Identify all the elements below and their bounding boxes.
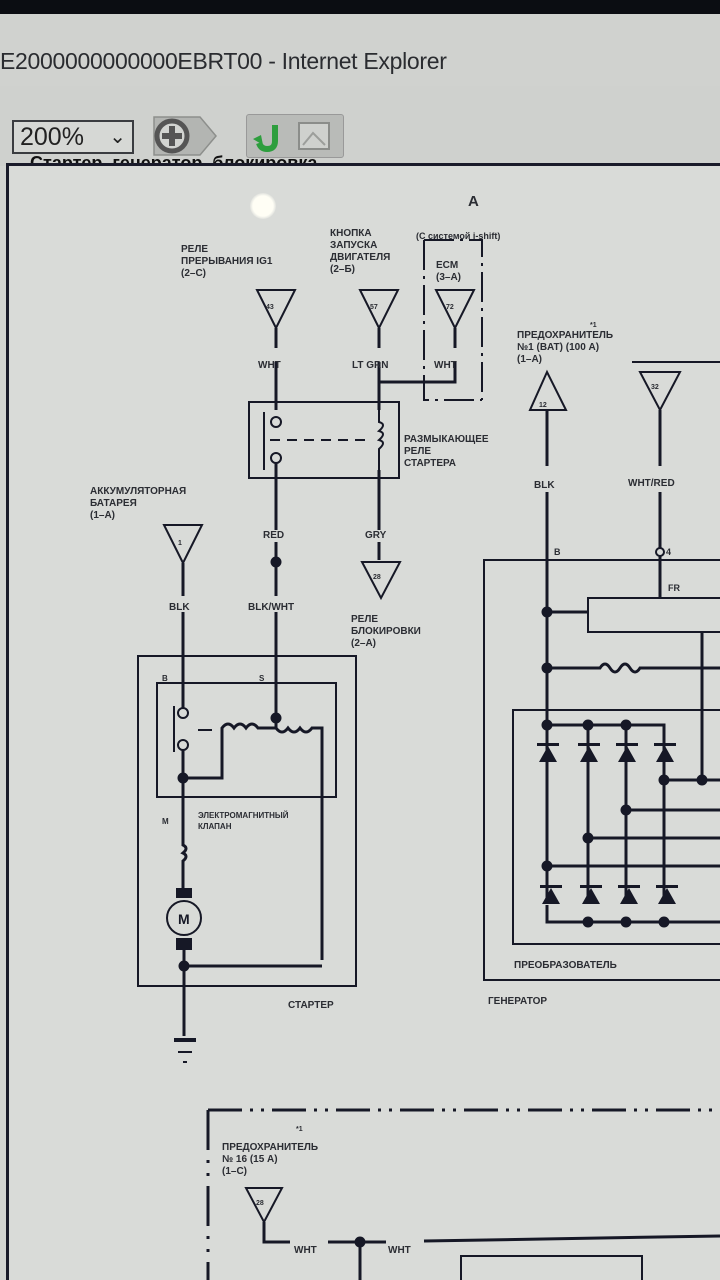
start-button-label: КНОПКА ЗАПУСКА ДВИГАТЕЛЯ (2–Б) <box>330 228 391 275</box>
battery-label: АККУМУЛЯТОРНАЯ БАТАРЕЯ (1–A) <box>90 486 187 521</box>
title-bar: E2000000000000EBRT00 - Internet Explorer <box>0 14 720 86</box>
solenoid-label: ЭЛЕКТРОМАГНИТНЫЙ КЛАПАН <box>198 811 289 831</box>
ishift-note: (С системой i-shift) <box>416 231 501 241</box>
pin-57: 57 <box>370 304 378 311</box>
window-title: E2000000000000EBRT00 - Internet Explorer <box>0 48 447 74</box>
pin-72: 72 <box>446 304 454 311</box>
lock-relay-label: РЕЛЕ БЛОКИРОВКИ (2–A) <box>351 614 421 649</box>
alternator-terminal-4: 4 <box>666 547 672 557</box>
starter-box <box>137 655 357 987</box>
wire-wht-red: WHT/RED <box>628 478 675 489</box>
zoom-in-icon <box>153 116 217 156</box>
rotate-button[interactable] <box>246 114 344 158</box>
wire-gry: GRY <box>365 530 387 541</box>
pin-1: 1 <box>178 540 182 547</box>
connector-12 <box>528 369 568 411</box>
fuse1-label: ПРЕДОХРАНИТЕЛЬ №1 (BAT) (100 A) (1–A) <box>517 330 614 365</box>
zoom-level-select[interactable]: 200% ⌄ <box>12 120 134 154</box>
wire-lt-grn: LT GRN <box>352 360 389 371</box>
starter-terminal-m: M <box>162 817 169 826</box>
solenoid-box <box>156 682 337 798</box>
connector-1 <box>162 524 204 566</box>
wire-wht-fuse16-b: WHT <box>388 1245 411 1256</box>
connector-28 <box>360 561 402 601</box>
wire-blk-battery: BLK <box>169 602 190 613</box>
connector-43 <box>255 289 297 331</box>
rotate-icon <box>253 122 330 153</box>
rectifier-diodes <box>537 743 678 904</box>
zoom-level-value: 200% <box>20 123 84 151</box>
rectifier-box <box>512 709 720 945</box>
diode <box>580 746 598 762</box>
pin-32: 32 <box>651 384 659 391</box>
cutoff-relay-label: РАЗМЫКАЮЩЕЕ РЕЛЕ СТАРТЕРА <box>404 434 489 469</box>
screen-glare <box>250 193 276 219</box>
wire-wht-ig1: WHT <box>258 360 281 371</box>
diode <box>582 888 600 904</box>
connector-32 <box>638 371 682 413</box>
fuse16-label: ПРЕДОХРАНИТЕЛЬ № 16 (15 A) (1–C) <box>222 1142 319 1177</box>
document-heading: Стартер, генератор, блокировка <box>30 153 318 164</box>
connector-57 <box>358 289 400 331</box>
section-marker: A <box>468 193 479 210</box>
diode <box>658 888 676 904</box>
ig1-relay-label: РЕЛЕ ПРЕРЫВАНИЯ IG1 (2–C) <box>181 244 273 279</box>
zoom-in-button[interactable] <box>150 114 218 158</box>
diode <box>542 888 560 904</box>
alternator-label: ГЕНЕРАТОР <box>488 996 548 1007</box>
pin-12: 12 <box>539 402 547 409</box>
starter-terminal-s: S <box>259 674 265 683</box>
alternator-box <box>483 559 720 981</box>
alternator-terminal-fr: FR <box>668 583 680 593</box>
starter-terminal-b: B <box>162 674 168 683</box>
diode <box>620 888 638 904</box>
fuse1-note: *1 <box>590 322 597 329</box>
connector-72 <box>434 289 476 331</box>
motor-symbol: M <box>178 911 190 927</box>
ishift-boundary <box>423 239 483 401</box>
document-viewer[interactable] <box>6 163 720 1280</box>
starter-label: СТАРТЕР <box>288 1000 334 1011</box>
chevron-down-icon: ⌄ <box>109 126 126 148</box>
alternator-terminal-b: B <box>554 547 561 557</box>
wire-blk-fuse1: BLK <box>534 480 555 491</box>
wire-wht-fuse16-a: WHT <box>294 1245 317 1256</box>
diode <box>656 746 674 762</box>
top-bezel <box>0 0 720 14</box>
wire-blk-wht: BLK/WHT <box>248 602 295 613</box>
rectifier-label: ПРЕОБРАЗОВАТЕЛЬ <box>514 960 617 971</box>
diode <box>618 746 636 762</box>
wire-wht-ecm: WHT <box>434 360 457 371</box>
wire-red: RED <box>263 530 285 541</box>
fuse16-note: *1 <box>296 1126 303 1133</box>
pin-43: 43 <box>266 304 274 311</box>
pin-28: 28 <box>373 574 381 581</box>
cutoff-relay-box <box>248 401 400 479</box>
pin-28-fuse16: 28 <box>256 1200 264 1207</box>
ecm-label: ECM (3–A) <box>436 260 462 283</box>
connector-28-fuse16 <box>244 1187 284 1225</box>
diode <box>539 746 557 762</box>
